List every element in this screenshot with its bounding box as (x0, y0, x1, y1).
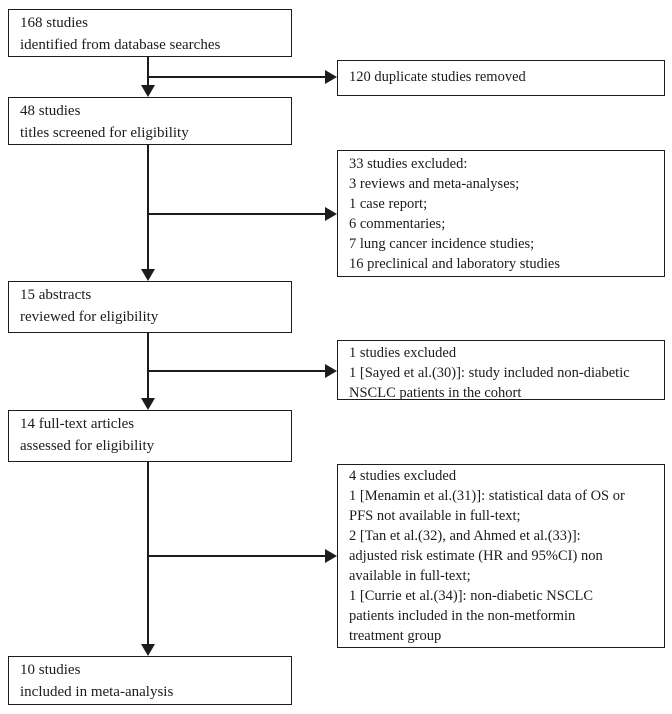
connector-line-horizontal-3 (147, 370, 325, 372)
connector-line-horizontal-2 (147, 213, 325, 215)
arrow-down-icon-4 (141, 644, 155, 656)
arrow-down-icon-3 (141, 398, 155, 410)
arrow-right-icon-2 (325, 207, 337, 221)
connector-line-vertical-1 (147, 57, 149, 87)
flow-box-excluded-after-titles: 33 studies excluded: 3 reviews and meta-… (337, 150, 665, 277)
arrow-right-icon-3 (325, 364, 337, 378)
connector-line-vertical-3 (147, 333, 149, 400)
connector-line-vertical-2 (147, 145, 149, 271)
arrow-right-icon-4 (325, 549, 337, 563)
flow-box-identified: 168 studies identified from database sea… (8, 9, 292, 57)
flow-box-abstracts-reviewed: 15 abstracts reviewed for eligibility (8, 281, 292, 333)
flow-box-fulltext-assessed: 14 full-text articles assessed for eligi… (8, 410, 292, 462)
flow-box-included-meta-analysis: 10 studies included in meta-analysis (8, 656, 292, 705)
connector-line-horizontal-4 (147, 555, 325, 557)
connector-line-vertical-4 (147, 462, 149, 646)
flow-box-excluded-after-abstracts: 1 studies excluded 1 [Sayed et al.(30)]:… (337, 340, 665, 401)
flow-box-titles-screened: 48 studies titles screened for eligibili… (8, 97, 292, 145)
arrow-right-icon-1 (325, 70, 337, 84)
flow-box-duplicates-removed: 120 duplicate studies removed (337, 60, 665, 96)
arrow-down-icon-1 (141, 85, 155, 97)
arrow-down-icon-2 (141, 269, 155, 281)
flow-box-excluded-after-fulltext: 4 studies excluded 1 [Menamin et al.(31)… (337, 464, 665, 648)
connector-line-horizontal-1 (147, 76, 325, 78)
